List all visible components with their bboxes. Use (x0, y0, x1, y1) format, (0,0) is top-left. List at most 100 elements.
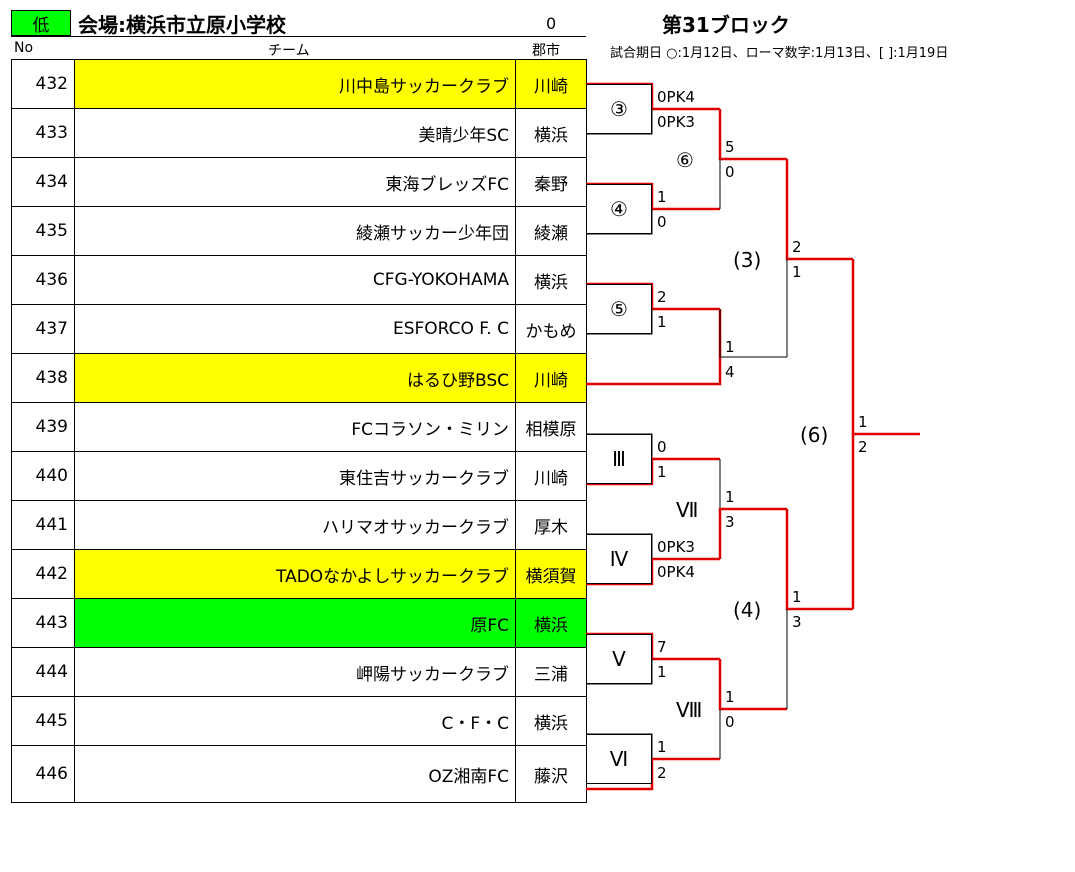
match-box-iv: Ⅳ (586, 534, 652, 584)
team-number: 440 (11, 451, 75, 501)
score: 0PK3 (657, 538, 695, 556)
team-city: 藤沢 (515, 745, 587, 803)
team-number: 445 (11, 696, 75, 746)
team-name: ハリマオサッカークラブ (74, 500, 516, 550)
team-name: はるひ野BSC (74, 353, 516, 403)
match-label-p6: (6) (800, 423, 829, 447)
team-number: 441 (11, 500, 75, 550)
team-city: 横浜 (515, 108, 587, 158)
team-city: 横浜 (515, 255, 587, 305)
score: 2 (858, 438, 868, 456)
match-label-vii: Ⅶ (676, 498, 699, 522)
score: 3 (792, 613, 802, 631)
match-label-p4: (4) (733, 598, 762, 622)
team-name: 岬陽サッカークラブ (74, 647, 516, 697)
score: 5 (725, 138, 735, 156)
team-name: OZ湘南FC (74, 745, 516, 803)
match-box-4: ④ (586, 184, 652, 234)
score: 1 (657, 188, 667, 206)
score: 3 (725, 513, 735, 531)
score: 1 (858, 413, 868, 431)
team-number: 435 (11, 206, 75, 256)
bracket-line (586, 757, 720, 791)
score: 1 (657, 738, 667, 756)
team-name: CFG-YOKOHAMA (74, 255, 516, 305)
score: 1 (725, 688, 735, 706)
team-number: 439 (11, 402, 75, 452)
bracket-line (851, 259, 920, 436)
score: 1 (792, 588, 802, 606)
score: 2 (792, 238, 802, 256)
match-box-5: ⑤ (586, 284, 652, 334)
match-box-iii: Ⅲ (586, 434, 652, 484)
venue-title: 会場:横浜市立原小学校 (78, 13, 286, 37)
match-box-v: Ⅴ (586, 634, 652, 684)
team-city: 厚木 (515, 500, 587, 550)
match-label-viii: Ⅷ (676, 698, 703, 722)
team-number: 443 (11, 598, 75, 648)
team-city: 横須賀 (515, 549, 587, 599)
team-name: ESFORCO F. C (74, 304, 516, 354)
team-number: 442 (11, 549, 75, 599)
team-city: かもめ (515, 304, 587, 354)
score: 0 (657, 438, 667, 456)
bracket-line (586, 557, 720, 586)
match-box-3: ③ (586, 84, 652, 134)
score: 0PK3 (657, 113, 695, 131)
score: 1 (725, 338, 735, 356)
bracket-line (718, 507, 787, 559)
score: 0 (725, 163, 735, 181)
grade-badge: 低 (11, 10, 71, 36)
team-city: 秦野 (515, 157, 587, 207)
team-number: 432 (11, 59, 75, 109)
score: 0 (657, 213, 667, 231)
match-label-p3: (3) (733, 248, 762, 272)
score: 1 (792, 263, 802, 281)
team-name: 綾瀬サッカー少年団 (74, 206, 516, 256)
team-name: TADOなかよしサッカークラブ (74, 549, 516, 599)
score: 1 (657, 463, 667, 481)
team-city: 川崎 (515, 451, 587, 501)
score: 0PK4 (657, 88, 695, 106)
match-label-6: ⑥ (676, 148, 694, 172)
bracket-line (586, 209, 653, 235)
score: 1 (725, 488, 735, 506)
bracket-line (586, 457, 720, 486)
score: 0PK4 (657, 563, 695, 581)
column-header-no: No (14, 40, 34, 56)
bracket-line (586, 309, 653, 335)
team-number: 433 (11, 108, 75, 158)
grade-label: 低 (32, 15, 50, 36)
bracket-line (586, 109, 653, 135)
team-name: C・F・C (74, 696, 516, 746)
score: 2 (657, 764, 667, 782)
score: 2 (657, 288, 667, 306)
score: 4 (725, 363, 735, 381)
block-title: 第31ブロック (662, 13, 790, 37)
schedule-legend: 試合期日 ○:1月12日、ローマ数字:1月13日、[ ]:1月19日 (610, 46, 949, 61)
team-city: 横浜 (515, 696, 587, 746)
score: 7 (657, 638, 667, 656)
match-box-vi: Ⅵ (586, 734, 652, 784)
team-number: 434 (11, 157, 75, 207)
team-name: 川中島サッカークラブ (74, 59, 516, 109)
score: 0 (725, 713, 735, 731)
bracket-line (586, 659, 653, 685)
score: 1 (657, 313, 667, 331)
team-name: FCコラソン・ミリン (74, 402, 516, 452)
header-divider (11, 36, 586, 37)
